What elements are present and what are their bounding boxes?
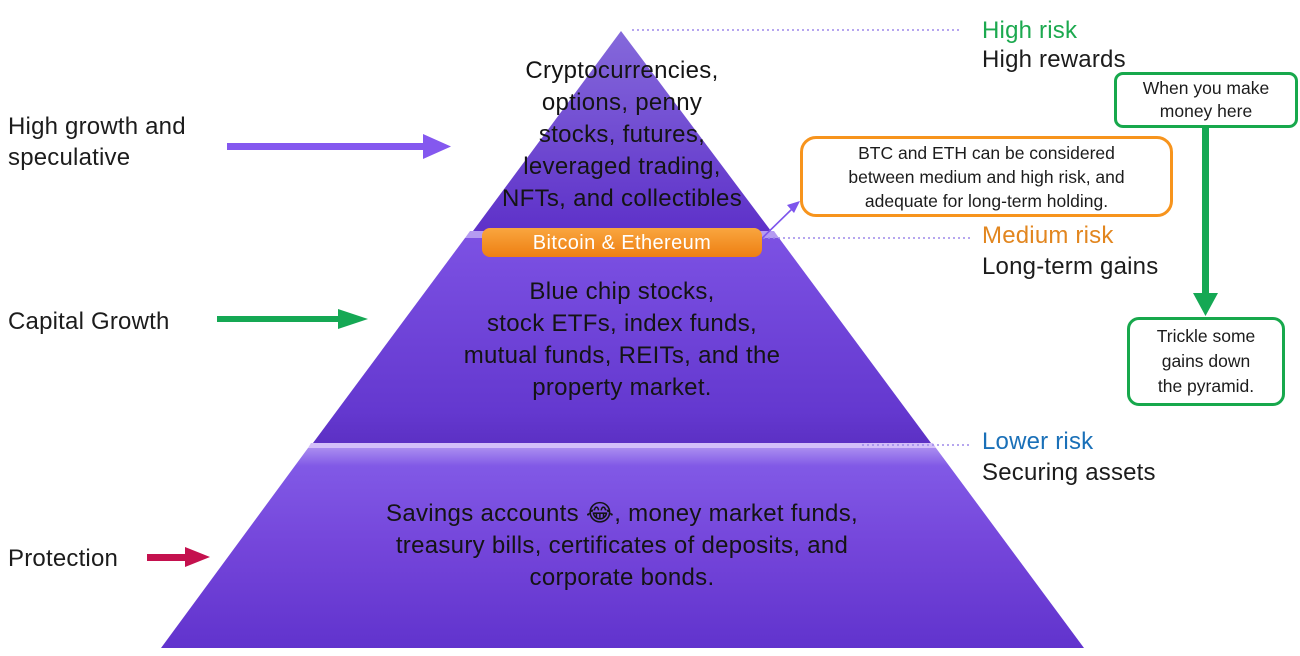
tier-divider-highlight-lower <box>308 443 936 448</box>
high-growth-label: High growth and speculative <box>8 113 186 171</box>
capital-growth-label: Capital Growth <box>8 308 170 335</box>
lower-risk-label: Lower risk <box>982 428 1094 455</box>
high-rewards-label: High rewards <box>982 46 1126 73</box>
trickle-down-arrow <box>1193 125 1218 316</box>
bitcoin-ethereum-band <box>482 228 762 257</box>
long-term-gains-label: Long-term gains <box>982 253 1159 280</box>
tier-middle-text: Blue chip stocks, stock ETFs, index fund… <box>463 278 781 401</box>
trickle-gains-callout: Trickle some gains down the pyramid. <box>1127 317 1285 406</box>
bitcoin-ethereum-label: Bitcoin & Ethereum <box>532 231 712 254</box>
make-money-callout: When you make money here <box>1114 72 1298 128</box>
protection-arrow <box>147 547 210 567</box>
securing-assets-label: Securing assets <box>982 459 1156 486</box>
high-growth-arrow <box>227 134 451 159</box>
pyramid-tier-bottom <box>161 448 1084 648</box>
btc-eth-note-callout: BTC and ETH can be considered between me… <box>800 136 1173 217</box>
high-risk-label: High risk <box>982 17 1078 44</box>
pyramid-tier-middle <box>313 238 931 443</box>
btc-note-connector-arrowhead <box>787 201 800 213</box>
protection-label: Protection <box>8 545 119 572</box>
tier-bottom-text: Savings accounts 😂, money market funds, … <box>386 500 858 591</box>
tier-top-text: Cryptocurrencies, options, penny stocks,… <box>501 57 743 212</box>
medium-risk-label: Medium risk <box>982 222 1114 249</box>
pyramid-tier-top <box>473 31 771 231</box>
capital-growth-arrow <box>217 309 368 329</box>
